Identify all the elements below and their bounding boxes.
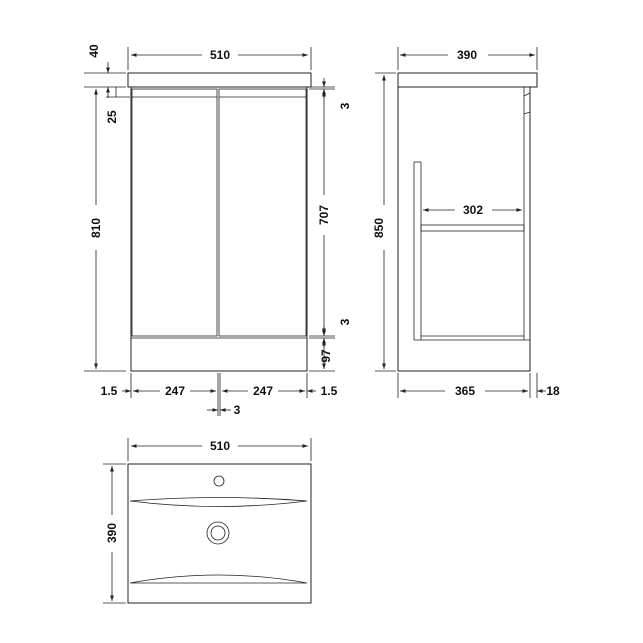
waste-inner [210, 525, 226, 541]
dim-front-side-gap-left-label: 1.5 [101, 384, 118, 398]
dim-side-bottom: 365 18 [397, 373, 560, 398]
dim-front-left-verticals: 40 25 810 [84, 44, 130, 372]
dim-front-bottom-gap-label: 3 [338, 318, 352, 325]
basin-back-curve [129, 497, 308, 507]
dim-top-depth: 390 [103, 463, 126, 604]
dim-front-body-height-label: 810 [89, 218, 103, 238]
front-cabinet-body [130, 86, 308, 372]
basin-front-curve [129, 574, 308, 584]
front-door-right [218, 88, 307, 337]
dim-front-door-height-label: 707 [317, 205, 331, 225]
dim-front-width: 510 [127, 47, 312, 70]
dim-side-shelf-depth-label: 302 [463, 203, 483, 217]
dim-front-door-top-gap-label: 25 [105, 110, 119, 124]
dim-front-plinth-height-label: 97 [319, 349, 333, 363]
dim-front-top-gap-label: 3 [338, 102, 352, 109]
dim-side-body-depth-label: 365 [455, 384, 475, 398]
side-handle [523, 92, 531, 115]
dim-side-height: 850 [372, 72, 396, 372]
tap-hole [213, 475, 225, 487]
side-view: 390 850 302 365 18 [372, 47, 560, 398]
dim-front-door-width-right-label: 247 [253, 384, 273, 398]
dim-front-width-label: 510 [210, 48, 230, 62]
dim-front-center-gap-label: 3 [234, 403, 241, 417]
side-cabinet-body [397, 86, 531, 372]
side-basin-top [397, 72, 538, 88]
front-door-left [131, 88, 218, 337]
dim-top-width: 510 [127, 438, 312, 461]
front-view: 510 40 25 810 [84, 44, 352, 417]
waste-outer [206, 521, 230, 545]
dim-front-door-width-left-label: 247 [165, 384, 185, 398]
dim-front-top-thickness-label: 40 [87, 44, 101, 58]
dim-top-depth-label: 390 [105, 523, 119, 543]
top-view: 510 390 [103, 438, 312, 604]
dim-front-right-verticals: 3 707 3 97 [309, 78, 352, 372]
dim-side-top-depth-label: 390 [457, 48, 477, 62]
dim-side-total-height-label: 850 [372, 218, 386, 238]
dim-top-width-label: 510 [210, 439, 230, 453]
dim-front-side-gap-right-label: 1.5 [321, 384, 338, 398]
dim-front-bottom-horizontals: 1.5 247 247 1.5 3 [101, 373, 338, 417]
dim-side-depth: 390 [397, 47, 538, 70]
top-basin-outline [127, 463, 312, 604]
dim-side-shelf: 302 [423, 203, 522, 217]
front-basin-top [127, 72, 312, 88]
dim-side-door-thickness-label: 18 [546, 384, 560, 398]
side-shelf [420, 224, 525, 232]
